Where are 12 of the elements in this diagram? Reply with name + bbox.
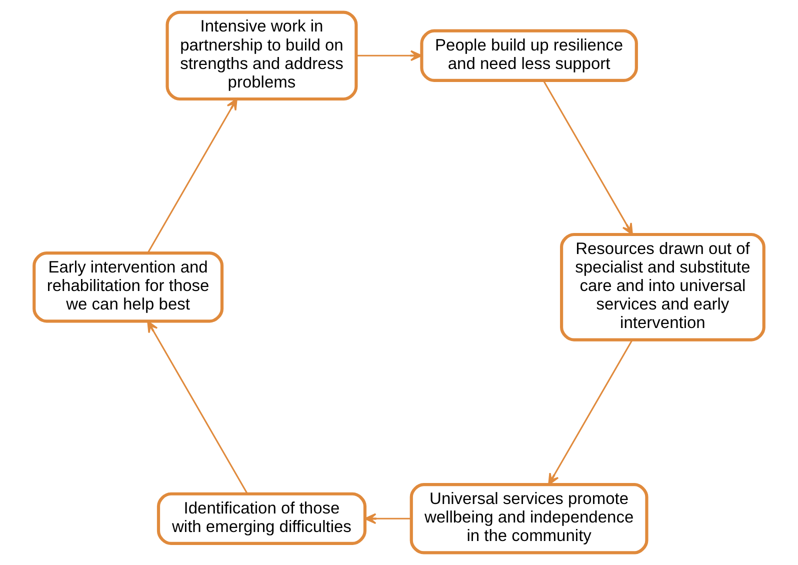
node-box: Resources drawn out of specialist and substitute care and into universal services and early intervention: [560, 232, 766, 342]
arrow: [147, 320, 248, 494]
arrow: [364, 513, 412, 524]
node-box: Universal services promote wellbeing and independence in the community: [410, 483, 648, 554]
node-box: People build up resilience and need less support: [420, 29, 638, 82]
arrow: [356, 50, 422, 62]
node-box: Intensive work in partnership to build on strengths and address problems: [166, 10, 358, 101]
arrow: [548, 340, 633, 486]
node-box: Identification of those with emerging difficulties: [156, 492, 366, 545]
node-box: Early intervention and rehabilitation for those we can help best: [32, 252, 224, 323]
arrow: [147, 98, 238, 254]
arrow: [542, 80, 633, 236]
